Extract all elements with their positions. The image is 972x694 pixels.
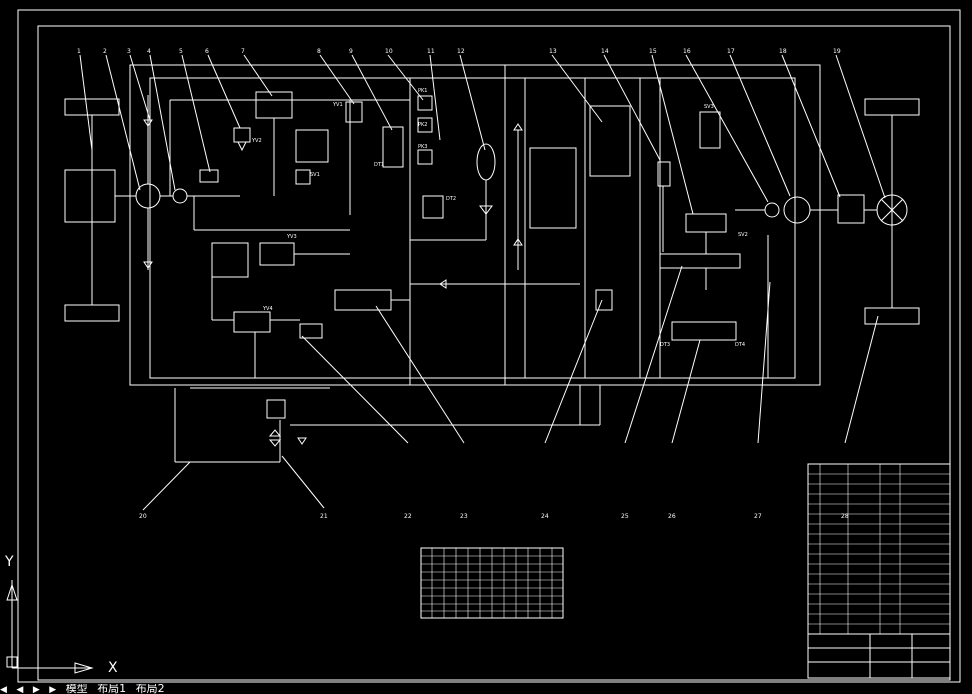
tag-yv1: YV1 (332, 102, 343, 108)
tag-yv4: YV4 (262, 306, 273, 312)
callout-23: 23 (460, 513, 468, 520)
callout-1: 1 (77, 48, 81, 55)
left-wheel-top (64, 98, 120, 116)
tab-model[interactable]: 模型 (65, 684, 88, 694)
tag-dt2: DT2 (446, 196, 456, 202)
tab-last-arrow-icon[interactable]: ▶ (49, 685, 57, 694)
tag-sv2: SV2 (738, 232, 748, 238)
callout-4: 4 (147, 48, 151, 55)
inner-border (37, 25, 951, 681)
callout-9: 9 (349, 48, 353, 55)
leader-lines (79, 54, 886, 511)
tag-dt1: DT1 (374, 162, 384, 168)
tag-sv1: SV1 (310, 172, 320, 178)
callout-21: 21 (320, 513, 328, 520)
ucs-x-label: X (108, 660, 118, 676)
ucs-icon (6, 580, 94, 674)
callout-26: 26 (668, 513, 676, 520)
tag-yv2: YV2 (251, 138, 262, 144)
tab-layout1[interactable]: 布局1 (97, 684, 127, 694)
callout-24: 24 (541, 513, 549, 520)
title-block (807, 633, 951, 679)
tag-sv3: SV3 (704, 104, 714, 110)
callout-15: 15 (649, 48, 657, 55)
callout-16: 16 (683, 48, 691, 55)
callout-27: 27 (754, 513, 762, 520)
outer-border (17, 9, 961, 683)
circuit-frame-outer (129, 64, 821, 386)
callout-11: 11 (427, 48, 435, 55)
right-wheel-top (864, 98, 920, 116)
circuit-frame-inner (149, 77, 796, 379)
callout-7: 7 (241, 48, 245, 55)
callout-6: 6 (205, 48, 209, 55)
layout-tab-bar: ◀ ◀ ▶ ▶ 模型 布局1 布局2 (0, 684, 972, 694)
tag-dt4: DT4 (735, 342, 745, 348)
right-gearbox (837, 194, 865, 224)
tag-pk2: PK2 (418, 122, 427, 128)
callout-13: 13 (549, 48, 557, 55)
callout-25: 25 (621, 513, 629, 520)
left-gearbox (64, 169, 116, 223)
tab-next-arrow-icon[interactable]: ▶ (32, 685, 40, 694)
callout-18: 18 (779, 48, 787, 55)
tag-pk1: PK1 (418, 88, 427, 94)
right-wheel-bottom (864, 307, 920, 325)
callout-12: 12 (457, 48, 465, 55)
ucs-y-label: Y (4, 554, 14, 570)
callout-17: 17 (727, 48, 735, 55)
parts-list (807, 463, 951, 635)
left-wheel-bottom (64, 304, 120, 322)
callout-28: 28 (841, 513, 849, 520)
callout-3: 3 (127, 48, 131, 55)
callout-10: 10 (385, 48, 393, 55)
tab-first-arrow-icon[interactable]: ◀ (0, 685, 7, 694)
tag-yv3: YV3 (286, 234, 297, 240)
tag-dt3: DT3 (660, 342, 670, 348)
callout-20: 20 (139, 513, 147, 520)
callout-8: 8 (317, 48, 321, 55)
callout-2: 2 (103, 48, 107, 55)
callout-22: 22 (404, 513, 412, 520)
tab-layout2[interactable]: 布局2 (135, 684, 165, 694)
tab-prev-arrow-icon[interactable]: ◀ (16, 685, 24, 694)
callout-5: 5 (179, 48, 183, 55)
callout-19: 19 (833, 48, 841, 55)
callout-14: 14 (601, 48, 609, 55)
tag-pk3: PK3 (418, 144, 427, 150)
pump-motor-right (783, 196, 811, 224)
